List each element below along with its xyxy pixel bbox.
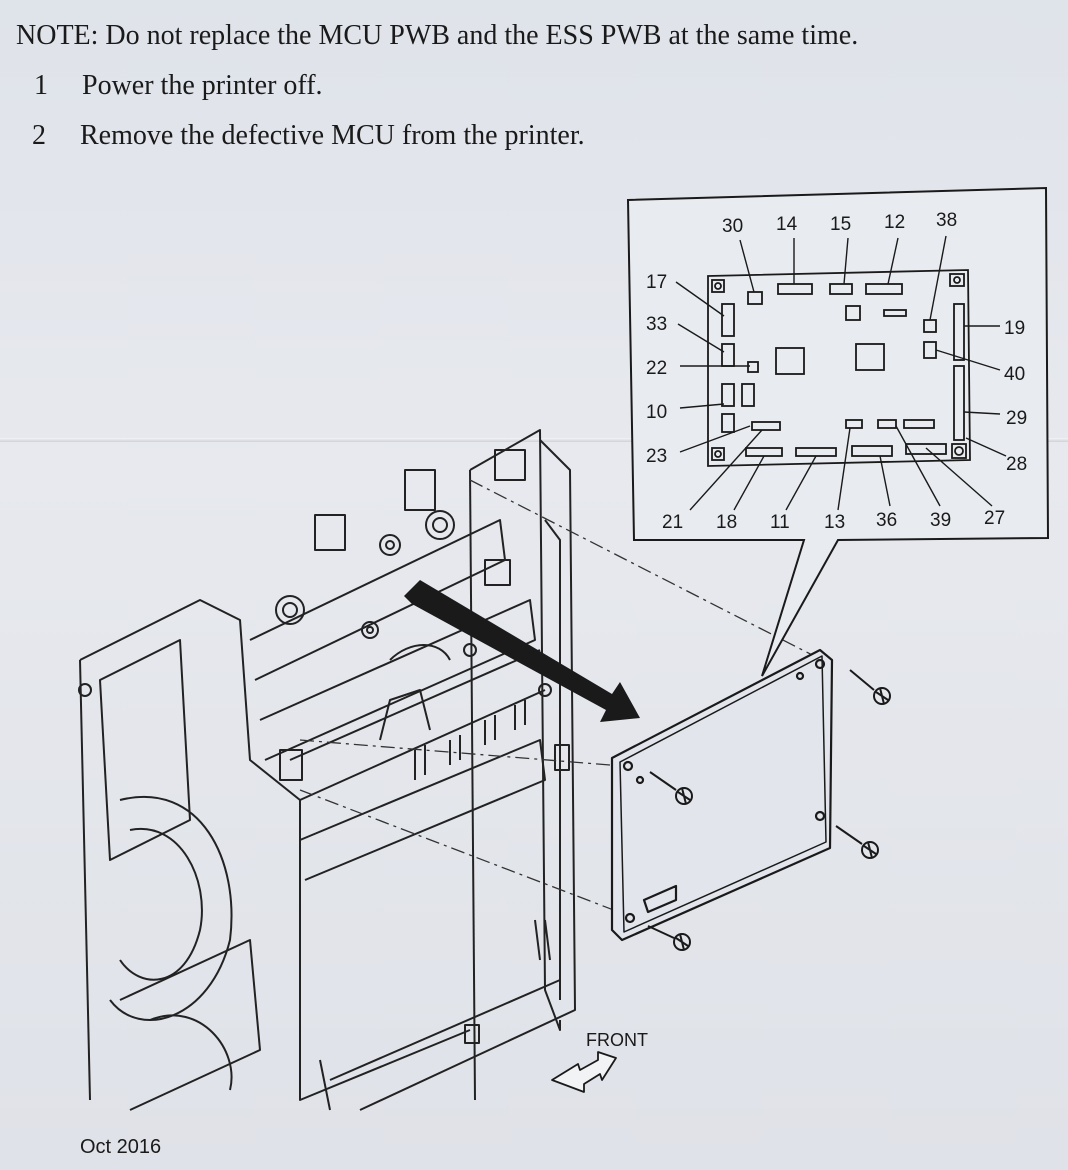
printer-frame-drawing bbox=[78, 429, 576, 1111]
connector-label: 33 bbox=[646, 314, 667, 335]
front-indicator: FRONT bbox=[551, 1030, 648, 1093]
connector-label: 18 bbox=[716, 512, 737, 533]
connector-label: 17 bbox=[646, 272, 667, 293]
connector-label: 10 bbox=[646, 402, 667, 423]
screw-icon bbox=[835, 825, 879, 859]
front-arrow-icon bbox=[551, 1051, 617, 1093]
connector-label: 21 bbox=[662, 512, 683, 533]
connector-label: 27 bbox=[984, 508, 1005, 529]
connector-label: 22 bbox=[646, 358, 667, 379]
mcu-board bbox=[610, 648, 834, 942]
connector-label: 39 bbox=[930, 510, 951, 531]
step-number: 1 bbox=[34, 70, 48, 101]
step-number: 2 bbox=[32, 120, 46, 151]
board-screws bbox=[647, 669, 891, 951]
connector-label: 15 bbox=[830, 214, 851, 235]
paper-crease bbox=[0, 438, 1068, 442]
connector-label: 14 bbox=[776, 214, 798, 235]
connector-label: 30 bbox=[722, 216, 743, 237]
connector-label: 23 bbox=[646, 446, 667, 467]
screw-icon bbox=[647, 925, 691, 951]
connector-label: 13 bbox=[824, 512, 845, 533]
guide-lines bbox=[299, 479, 827, 915]
screw-icon bbox=[849, 669, 891, 705]
connector-label: 38 bbox=[936, 210, 957, 231]
connector-label: 36 bbox=[876, 510, 897, 531]
connector-label: 11 bbox=[770, 512, 790, 533]
connector-label: 12 bbox=[884, 212, 905, 233]
connector-label: 28 bbox=[1006, 454, 1027, 475]
screw-icon bbox=[649, 771, 693, 805]
connector-label: 40 bbox=[1004, 364, 1025, 385]
step-text: Remove the defective MCU from the printe… bbox=[80, 120, 585, 151]
step-text: Power the printer off. bbox=[82, 70, 323, 101]
footer-date: Oct 2016 bbox=[80, 1136, 162, 1158]
note-text: NOTE: Do not replace the MCU PWB and the… bbox=[16, 20, 859, 51]
connector-label: 29 bbox=[1006, 408, 1027, 429]
removal-direction-arrow bbox=[404, 580, 640, 722]
connector-callout: 30 14 15 12 38 17 33 22 10 23 19 40 29 2… bbox=[626, 186, 1050, 677]
front-label: FRONT bbox=[586, 1030, 648, 1050]
connector-label: 19 bbox=[1004, 318, 1025, 339]
